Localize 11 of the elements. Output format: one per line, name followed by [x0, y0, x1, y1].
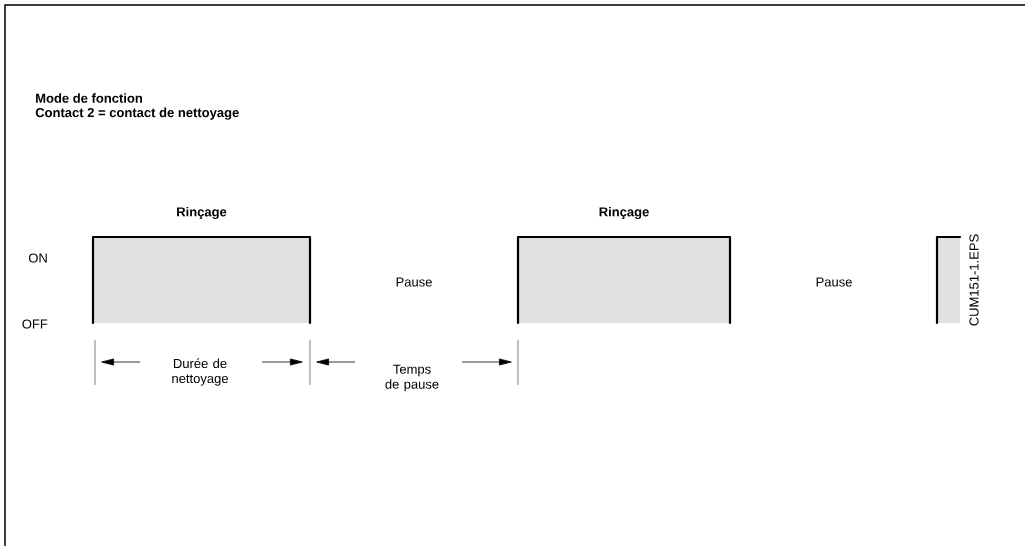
level-label: OFF	[22, 319, 48, 329]
dimension-label: Temps de pause	[385, 364, 439, 392]
level-label: ON	[28, 253, 47, 263]
pause-label: Pause	[396, 277, 432, 287]
title: Mode de fonction	[36, 93, 142, 103]
pulse-heading: Rinçage	[599, 206, 649, 220]
pulse-block	[935, 235, 962, 325]
pulse-heading: Rinçage	[177, 206, 227, 220]
subtitle: Contact 2 = contact de nettoyage	[35, 107, 239, 120]
pause-label: Pause	[816, 277, 852, 287]
dimension-label: Durée de nettoyage	[172, 358, 228, 386]
